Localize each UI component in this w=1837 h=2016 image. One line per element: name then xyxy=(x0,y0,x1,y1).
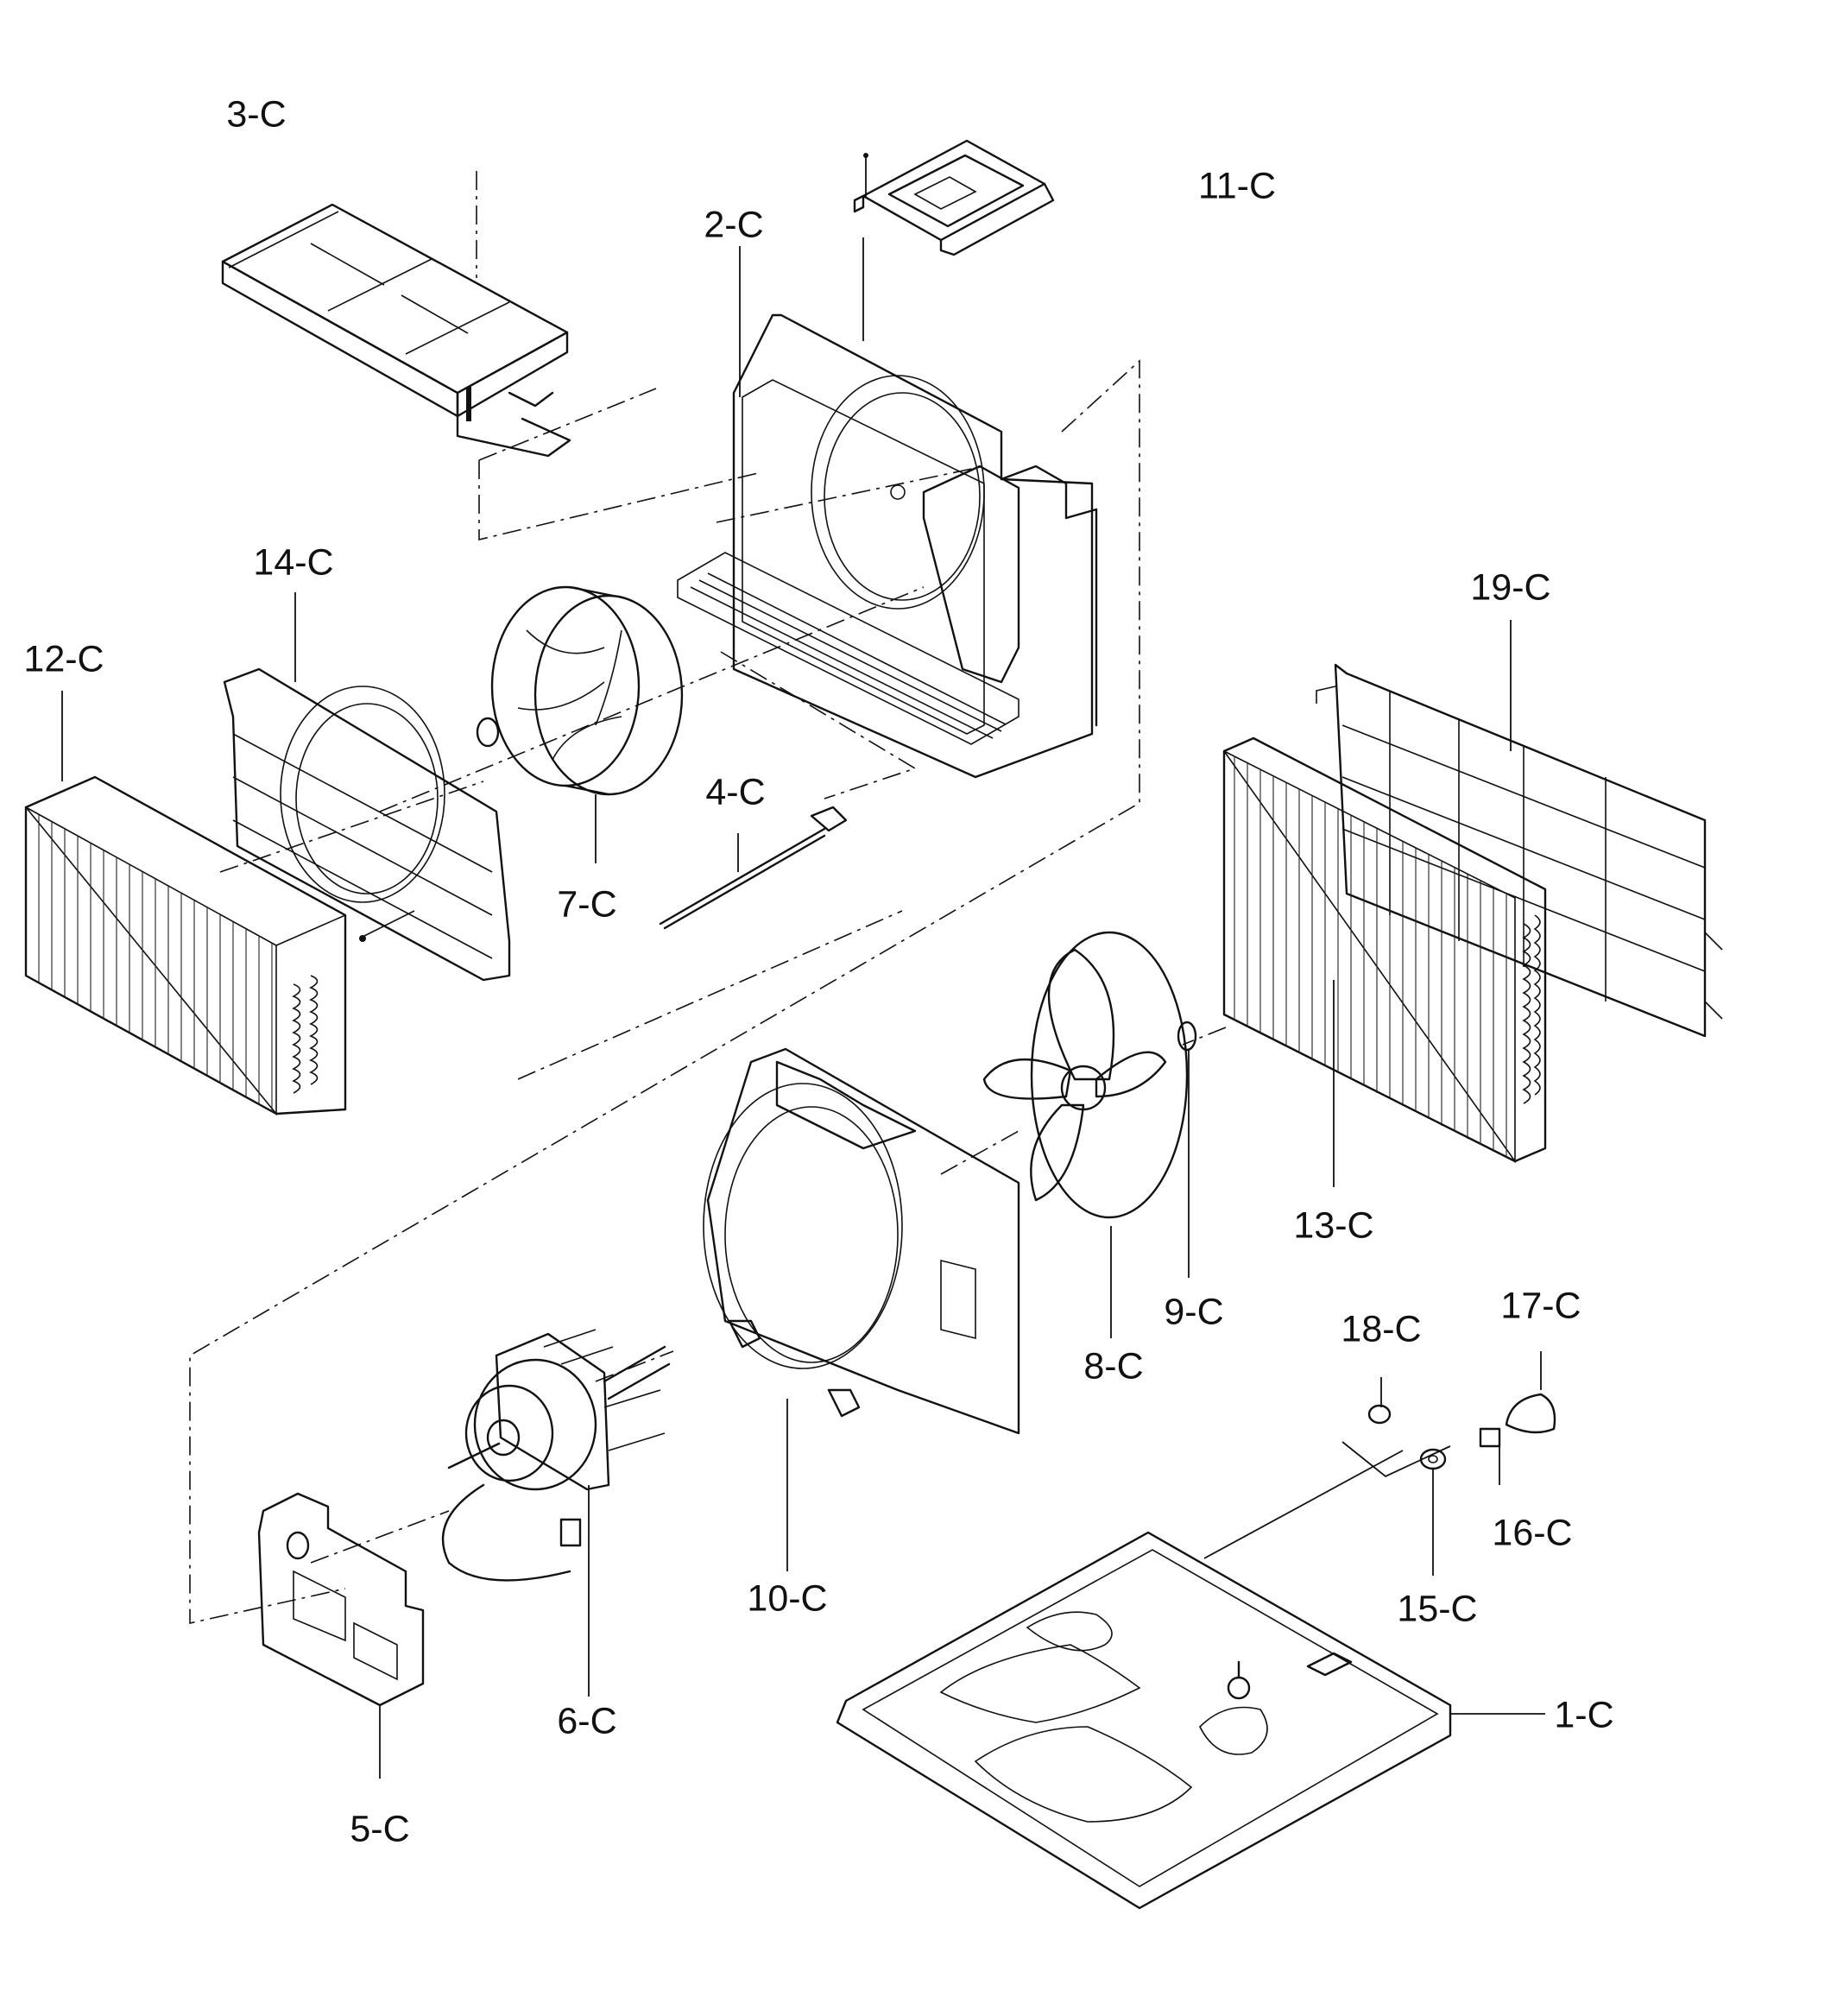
callout-6c: 6-C xyxy=(557,1700,617,1742)
part-7c-blower-wheel xyxy=(476,585,684,863)
part-9c-clip xyxy=(1177,1021,1197,1278)
callout-12c: 12-C xyxy=(23,638,104,680)
part-17c-elbow xyxy=(1505,1351,1556,1434)
callout-4c: 4-C xyxy=(705,771,766,813)
callout-11c: 11-C xyxy=(1197,165,1277,207)
part-10c-shroud xyxy=(703,1047,1020,1571)
callout-8c: 8-C xyxy=(1083,1345,1144,1387)
callout-14c: 14-C xyxy=(253,541,334,584)
callout-2c: 2-C xyxy=(704,204,764,246)
part-4c-sensor xyxy=(659,806,848,930)
part-12c-evaporator xyxy=(24,691,347,1116)
callout-13c: 13-C xyxy=(1293,1204,1374,1247)
part-14c-orifice xyxy=(223,592,511,982)
callout-16c: 16-C xyxy=(1492,1512,1573,1554)
callout-7c: 7-C xyxy=(557,883,617,926)
callout-1c: 1-C xyxy=(1554,1694,1614,1736)
part-11c-bracket xyxy=(853,139,1055,256)
callout-19c: 19-C xyxy=(1470,566,1551,609)
part-2c-housing xyxy=(677,237,1098,779)
callout-10c: 10-C xyxy=(747,1577,828,1620)
callout-17c: 17-C xyxy=(1500,1285,1581,1327)
callout-5c: 5-C xyxy=(350,1808,410,1850)
part-18c-plug xyxy=(1341,1377,1451,1478)
part-5c-motor-bracket xyxy=(257,1492,425,1779)
part-13c-condenser xyxy=(1222,736,1547,1187)
callout-18c: 18-C xyxy=(1341,1308,1422,1350)
part-8c-fan-blade xyxy=(982,931,1189,1338)
callout-15c: 15-C xyxy=(1397,1588,1478,1630)
part-6c-motor xyxy=(441,1329,671,1697)
part-16c-connector xyxy=(1479,1427,1501,1485)
assembly-guide-lines xyxy=(189,171,1227,1624)
callout-3c: 3-C xyxy=(226,93,287,136)
part-15c-washer xyxy=(1419,1448,1447,1576)
part-1c-base-pan xyxy=(836,1450,1545,1910)
callout-9c: 9-C xyxy=(1164,1291,1224,1333)
part-3c-air-guide-box xyxy=(221,203,571,458)
